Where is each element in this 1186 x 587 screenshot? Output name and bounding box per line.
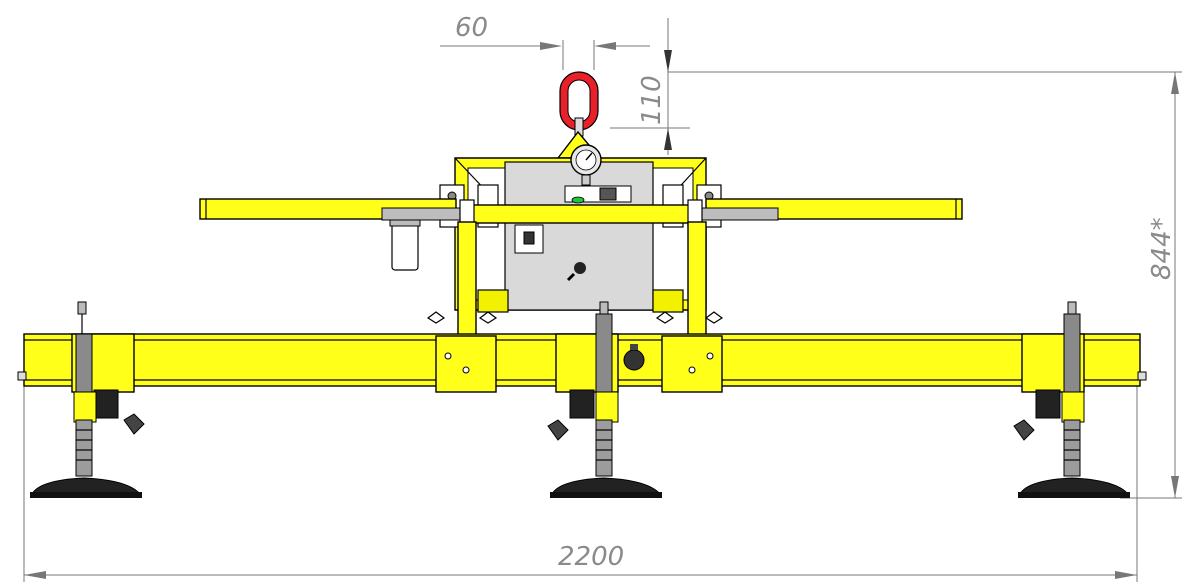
vacuum-cup-icon <box>30 477 142 498</box>
dimension-hook-height-label: 110 <box>637 75 667 125</box>
handle-knob-icon <box>623 344 645 371</box>
beam-clamps <box>435 335 723 393</box>
dimension-hook-offset-label: 60 <box>455 13 488 43</box>
vacuum-cup-right <box>1018 477 1130 498</box>
suction-unit-left <box>71 301 145 477</box>
dimension-width: 2200 <box>23 385 1138 582</box>
suction-unit-right <box>1013 301 1085 477</box>
dimension-width-label: 2200 <box>558 542 624 572</box>
dimension-hook-offset: 60 <box>440 13 650 70</box>
dimension-height-label: 844* <box>1147 217 1177 280</box>
valve-block <box>564 185 632 204</box>
dimension-height: 844* <box>668 71 1182 499</box>
control-housing <box>504 161 654 311</box>
pressure-gauge-icon <box>570 144 602 186</box>
cross-bar <box>381 199 779 227</box>
vacuum-cup-center <box>550 477 662 498</box>
wing-nuts <box>426 311 724 324</box>
dimension-hook-height: 110 <box>610 18 690 155</box>
suction-unit-center <box>547 301 619 477</box>
lifting-ring-icon <box>556 71 602 159</box>
